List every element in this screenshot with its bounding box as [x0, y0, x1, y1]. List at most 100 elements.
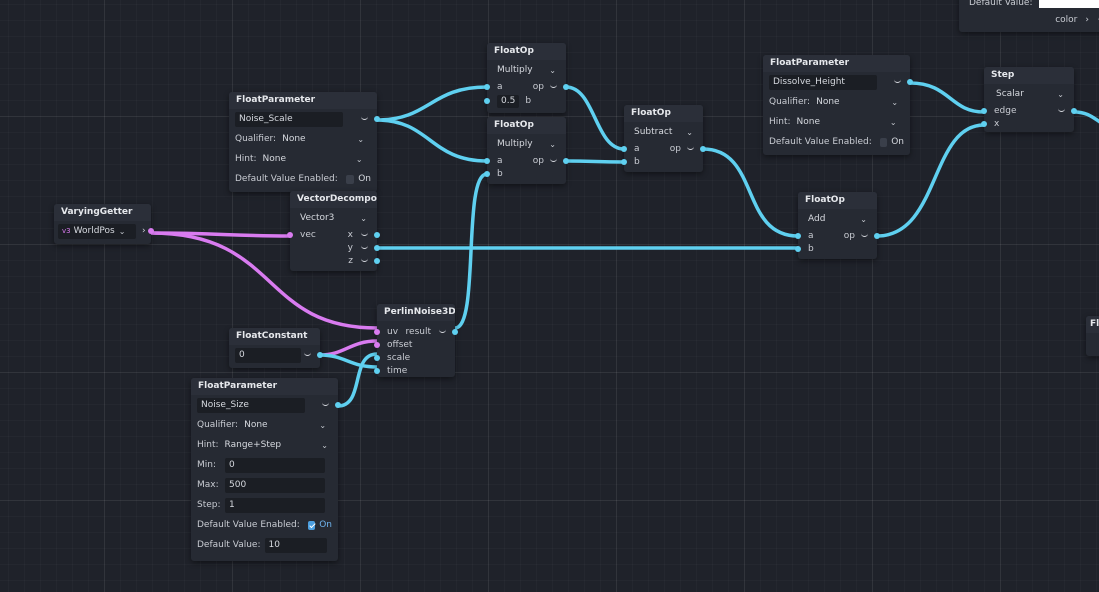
output-port-y[interactable] [374, 244, 380, 251]
floatop-add-node[interactable]: FloatOp Add⌄ a op b [795, 192, 880, 259]
input-port-uv[interactable] [374, 328, 380, 335]
perlin-noise-3d-node[interactable]: PerlinNoise3D uv result offset scale tim… [374, 304, 458, 377]
input-port-vec[interactable] [287, 231, 293, 238]
step-mode-dropdown[interactable]: Scalar⌄ [992, 87, 1068, 102]
node-title[interactable]: FloatOp [487, 117, 566, 134]
output-arc-icon [322, 401, 329, 406]
output-port-result[interactable] [452, 328, 458, 335]
output-port-op[interactable] [700, 145, 706, 152]
chevron-down-icon: ⌄ [549, 139, 556, 149]
node-title[interactable]: VaryingGetter [54, 204, 151, 221]
node-title[interactable]: FloatParameter [191, 378, 338, 395]
default-value-field[interactable]: 10 [264, 537, 327, 553]
output-port-x[interactable] [374, 231, 380, 238]
b-value-field[interactable]: 0.5 [497, 94, 520, 108]
constant-value-field[interactable]: 0 [235, 347, 301, 363]
chevron-down-icon: ⌄ [357, 134, 365, 144]
node-title[interactable]: FloatConstant [229, 328, 320, 345]
default-enabled-checkbox[interactable] [345, 174, 355, 184]
float-constant-node[interactable]: FloatConstant 0 [229, 328, 323, 368]
qualifier-dropdown[interactable]: None⌄ [240, 418, 330, 433]
input-port-x[interactable] [981, 120, 987, 127]
operation-dropdown[interactable]: Add⌄ [804, 212, 871, 227]
partial-node-right-edge[interactable]: Fl [1086, 316, 1099, 356]
node-title[interactable]: FloatOp [487, 43, 566, 60]
input-port-a[interactable] [795, 232, 801, 239]
floatop-multiply-node-2[interactable]: FloatOp Multiply⌄ a op b [484, 117, 569, 184]
default-enabled-checkbox[interactable] [307, 520, 316, 530]
output-arc-icon [894, 78, 901, 83]
parameter-name-field[interactable]: Noise_Size [197, 397, 305, 413]
node-title[interactable]: PerlinNoise3D [377, 304, 455, 321]
output-arc-icon [687, 145, 694, 150]
vector-type-dropdown[interactable]: Vector3⌄ [296, 211, 371, 226]
input-port-a[interactable] [621, 145, 627, 152]
node-title[interactable]: FloatOp [798, 192, 877, 209]
output-arc-icon [550, 83, 557, 88]
float-parameter-noise-size-node[interactable]: FloatParameter Noise_Size Qualifier: Non… [191, 378, 341, 561]
input-port-b[interactable] [484, 98, 490, 104]
node-title[interactable]: FloatParameter [763, 55, 910, 72]
chevron-down-icon: ⌄ [118, 226, 126, 236]
output-port[interactable] [335, 402, 341, 408]
floatop-multiply-node-1[interactable]: FloatOp Multiply⌄ a op 0.5 b [484, 43, 569, 113]
wire-noise-scale-to-multiply2-a [375, 118, 489, 163]
output-port-op[interactable] [563, 83, 569, 90]
input-port-b[interactable] [795, 245, 801, 252]
varying-getter-node[interactable]: VaryingGetter v3 WorldPos ⌄ › [54, 204, 154, 244]
input-port-offset[interactable] [374, 341, 380, 348]
parameter-name-field[interactable]: Dissolve_Height [769, 74, 877, 90]
floatop-subtract-node[interactable]: FloatOp Subtract⌄ a op b [621, 105, 706, 172]
output-port[interactable] [1071, 107, 1077, 114]
hint-dropdown[interactable]: None⌄ [259, 152, 367, 167]
input-port-time[interactable] [374, 367, 380, 374]
wire-const-to-perlin-offset [318, 339, 379, 357]
max-field[interactable]: 500 [225, 477, 325, 493]
input-port-a[interactable] [484, 83, 490, 90]
input-port-edge[interactable] [981, 107, 987, 114]
output-arc-icon [861, 232, 868, 237]
step-field[interactable]: 1 [225, 497, 325, 513]
wire-noise-size-to-perlin-scale [336, 352, 379, 408]
output-port[interactable] [148, 228, 154, 234]
output-arc-icon [550, 157, 557, 162]
chevron-right-icon: › [142, 226, 146, 236]
partial-node-top-right[interactable]: Default Value: color › [959, 0, 1099, 32]
node-title[interactable]: Step [984, 67, 1074, 84]
chevron-down-icon: ⌄ [319, 420, 327, 430]
parameter-name-field[interactable]: Noise_Scale [235, 111, 343, 127]
min-field[interactable]: 0 [225, 457, 325, 473]
default-enabled-checkbox[interactable] [879, 137, 888, 147]
float-parameter-noise-scale-node[interactable]: FloatParameter Noise_Scale Qualifier: No… [229, 92, 380, 192]
operation-dropdown[interactable]: Multiply⌄ [493, 137, 560, 152]
output-port[interactable] [907, 79, 913, 85]
qualifier-dropdown[interactable]: None⌄ [278, 132, 368, 147]
output-port-op[interactable] [874, 232, 880, 239]
hint-dropdown[interactable]: Range+Step⌄ [221, 438, 332, 453]
output-port[interactable] [374, 116, 380, 122]
vector-decompose-node[interactable]: VectorDecompose Vector3⌄ vec x y z [287, 191, 380, 271]
input-port-a[interactable] [484, 157, 490, 164]
varying-dropdown[interactable]: v3 WorldPos ⌄ [58, 223, 136, 239]
output-port[interactable] [317, 352, 323, 358]
node-title[interactable]: FloatOp [624, 105, 703, 122]
output-arc-icon [361, 257, 368, 262]
operation-dropdown[interactable]: Multiply⌄ [493, 63, 560, 78]
output-port-z[interactable] [374, 257, 380, 264]
hint-dropdown[interactable]: None⌄ [793, 115, 901, 130]
wire-perlin-to-multiply2-b [453, 172, 489, 330]
node-title[interactable]: FloatParameter [229, 92, 377, 109]
node-title[interactable]: VectorDecompose [290, 191, 377, 208]
input-port-b[interactable] [621, 158, 627, 165]
operation-dropdown[interactable]: Subtract⌄ [630, 125, 697, 140]
node-title[interactable]: Fl [1086, 316, 1099, 333]
step-node[interactable]: Step Scalar⌄ edge x [981, 67, 1077, 132]
color-swatch[interactable] [1038, 0, 1099, 8]
input-port-b[interactable] [484, 170, 490, 177]
output-port-op[interactable] [563, 157, 569, 164]
qualifier-dropdown[interactable]: None⌄ [812, 95, 902, 110]
wire-varying-to-decompose [149, 231, 292, 238]
input-port-scale[interactable] [374, 354, 380, 361]
float-parameter-dissolve-height-node[interactable]: FloatParameter Dissolve_Height Qualifier… [763, 55, 913, 155]
